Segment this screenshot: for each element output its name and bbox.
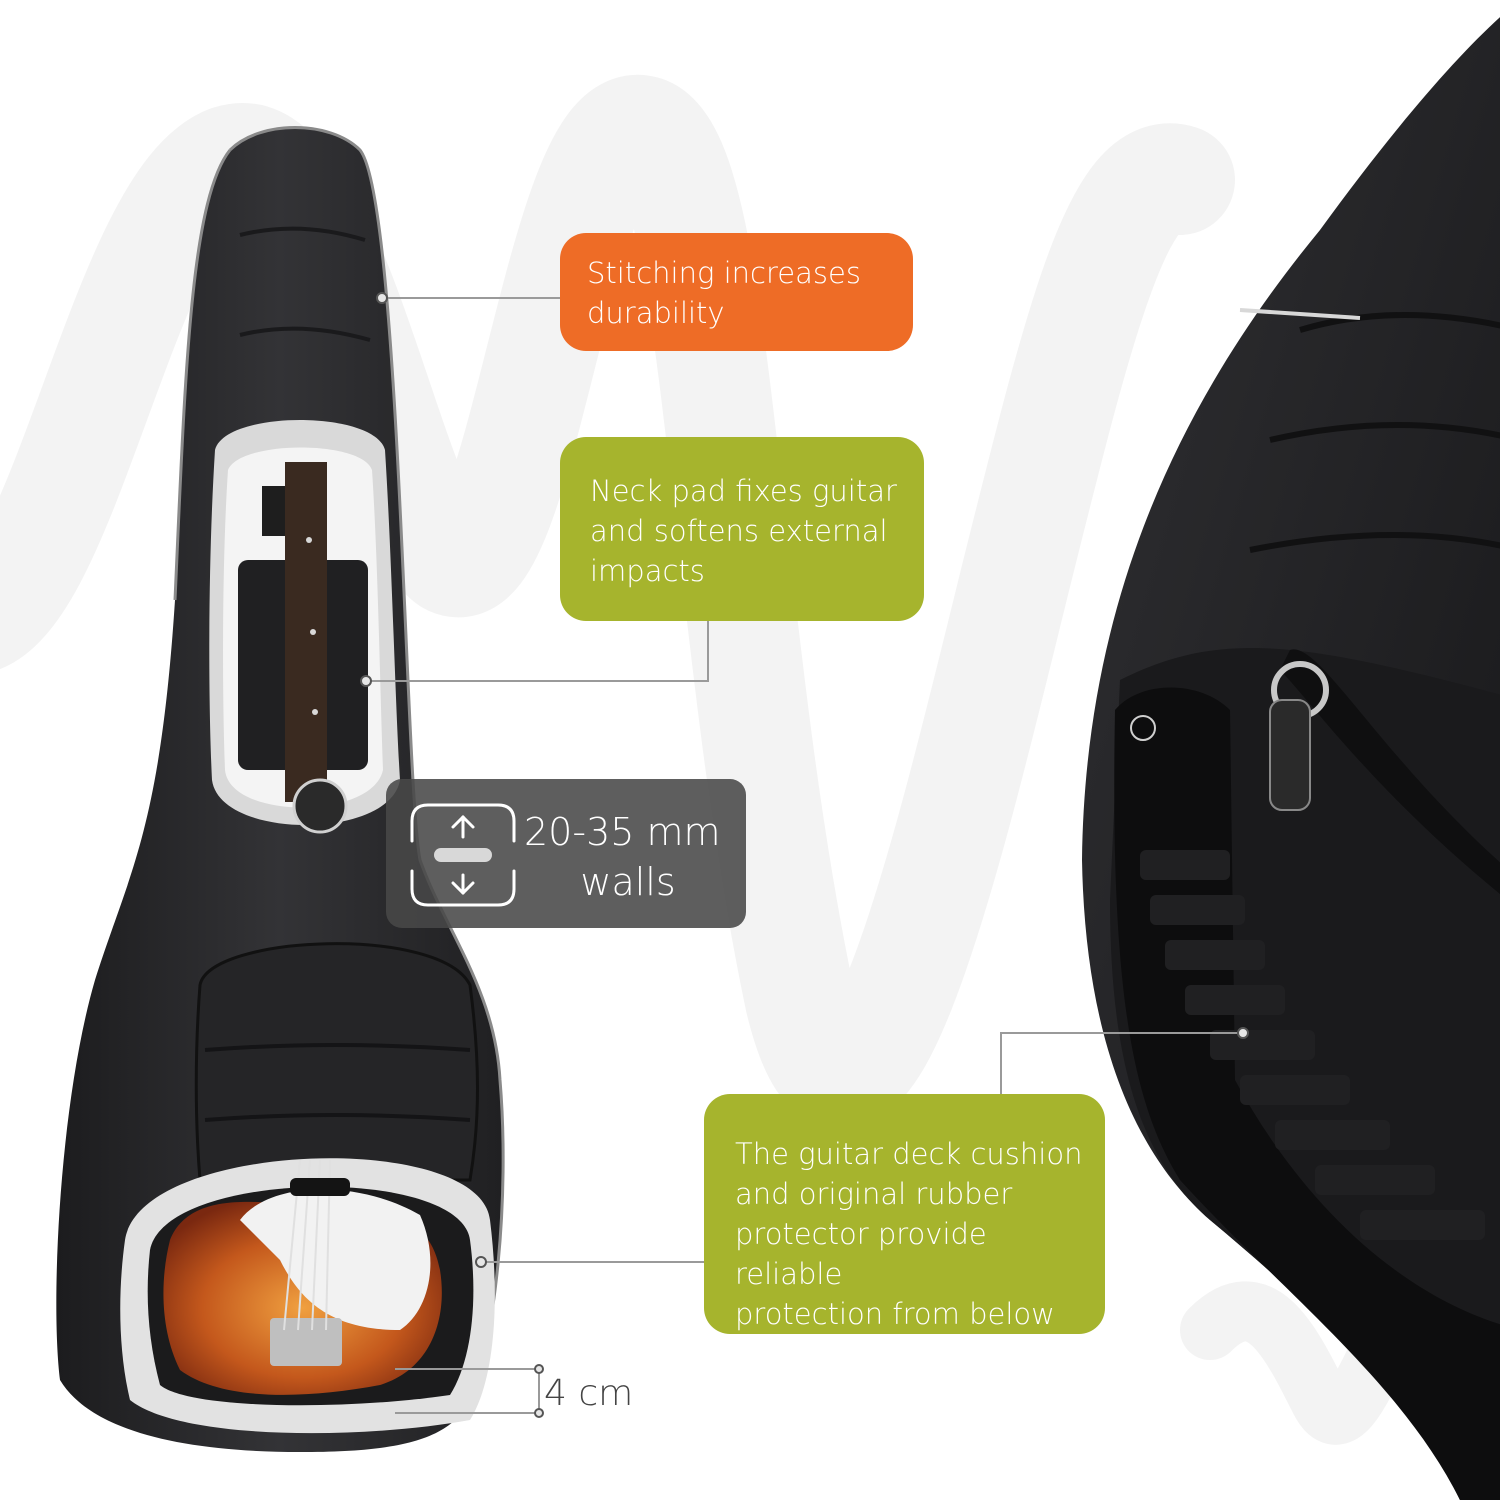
rubber-protector-marker — [1237, 1027, 1249, 1039]
padding-thickness-icon — [410, 803, 516, 907]
dimension-bottom-marker — [534, 1408, 544, 1418]
dimension-label: 4 cm — [544, 1373, 634, 1414]
leader-lines — [366, 297, 1243, 1414]
dimension-top-marker — [534, 1364, 544, 1374]
wall-thickness-callout: 20-35 mm walls — [386, 779, 746, 928]
neck-pad-callout: Neck pad fixes guitar and softens extern… — [560, 437, 924, 621]
safety-badge-logo-icon — [1130, 715, 1156, 741]
deck-cushion-marker — [475, 1256, 487, 1268]
gig-bag-front — [56, 126, 505, 1452]
stitching-marker — [376, 292, 388, 304]
deck-cushion-callout: The guitar deck cushion and original rub… — [704, 1094, 1105, 1334]
wall-thickness-text: 20-35 mm walls — [524, 810, 721, 904]
brand-logo-icon — [292, 778, 348, 834]
gig-bag-closeup — [1082, 17, 1500, 1500]
neck-pad-marker — [360, 675, 372, 687]
stitching-callout: Stitching increases durability — [560, 233, 913, 351]
